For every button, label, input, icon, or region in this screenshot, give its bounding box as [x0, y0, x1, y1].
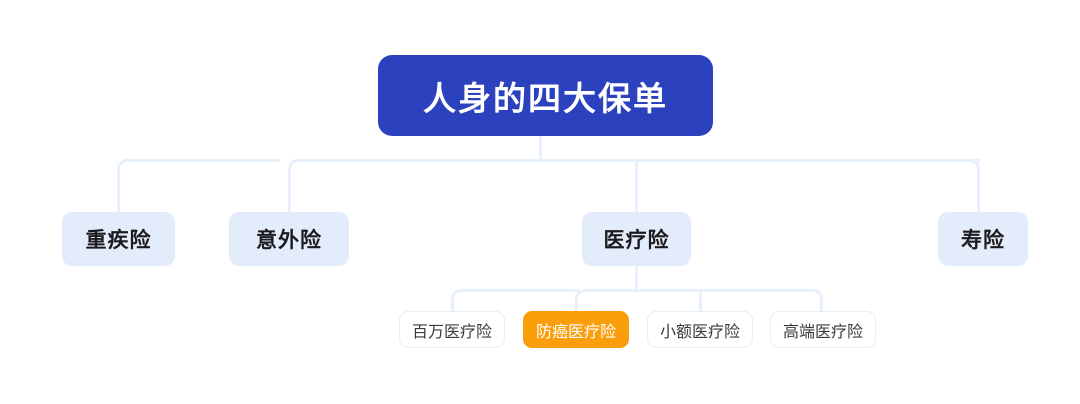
root-node-label: 人身的四大保单: [423, 79, 668, 117]
connector-drop-yiwaixian: [288, 182, 291, 214]
connector-elbow-to-yiwaixian: [288, 159, 348, 189]
leaf-node-label: 高端医疗险: [782, 323, 863, 341]
connector-bus-level2-left: [170, 159, 280, 162]
connector-elbow-to-shouxian: [920, 159, 980, 189]
connector-bus-level3-right: [620, 289, 775, 292]
connector-elbow-to-leaf-4: [773, 289, 823, 315]
connector-elbow-to-leaf-2: [575, 289, 625, 315]
connector-drop-yiliaoxian: [635, 159, 638, 214]
branch-node-zhongjixian[interactable]: 重疾险: [62, 212, 175, 266]
branch-node-yiwaixian[interactable]: 意外险: [229, 212, 349, 266]
leaf-node-label: 百万医疗险: [411, 323, 492, 341]
branch-node-label: 医疗险: [603, 229, 670, 252]
leaf-node-baiwan-yiliaoxian[interactable]: 百万医疗险: [399, 311, 505, 348]
connector-drop-leaf-3: [699, 289, 702, 315]
connector-bus-level2-mid: [340, 159, 980, 162]
connector-bus-level3-left: [495, 289, 580, 292]
leaf-node-xiaoe-yiliaoxian[interactable]: 小额医疗险: [647, 311, 753, 348]
leaf-node-fangai-yiliaoxian[interactable]: 防癌医疗险: [523, 311, 629, 348]
connector-drop-shouxian: [977, 182, 980, 214]
branch-node-shouxian[interactable]: 寿险: [938, 212, 1028, 266]
branch-node-label: 寿险: [961, 229, 1005, 252]
connector-elbow-to-zhongjixian: [117, 159, 177, 189]
connector-elbow-to-leaf-1: [451, 289, 501, 315]
leaf-node-label: 小额医疗险: [659, 323, 740, 341]
connector-root-stem: [539, 136, 542, 162]
leaf-node-label: 防癌医疗险: [535, 323, 616, 341]
root-node[interactable]: 人身的四大保单: [378, 55, 713, 136]
connector-yiliaoxian-stem: [635, 266, 638, 292]
branch-node-label: 重疾险: [85, 229, 152, 252]
leaf-node-gaoduan-yiliaoxian[interactable]: 高端医疗险: [770, 311, 876, 348]
connector-drop-zhongjixian: [117, 182, 120, 214]
branch-node-label: 意外险: [256, 229, 322, 252]
branch-node-yiliaoxian[interactable]: 医疗险: [582, 212, 691, 266]
